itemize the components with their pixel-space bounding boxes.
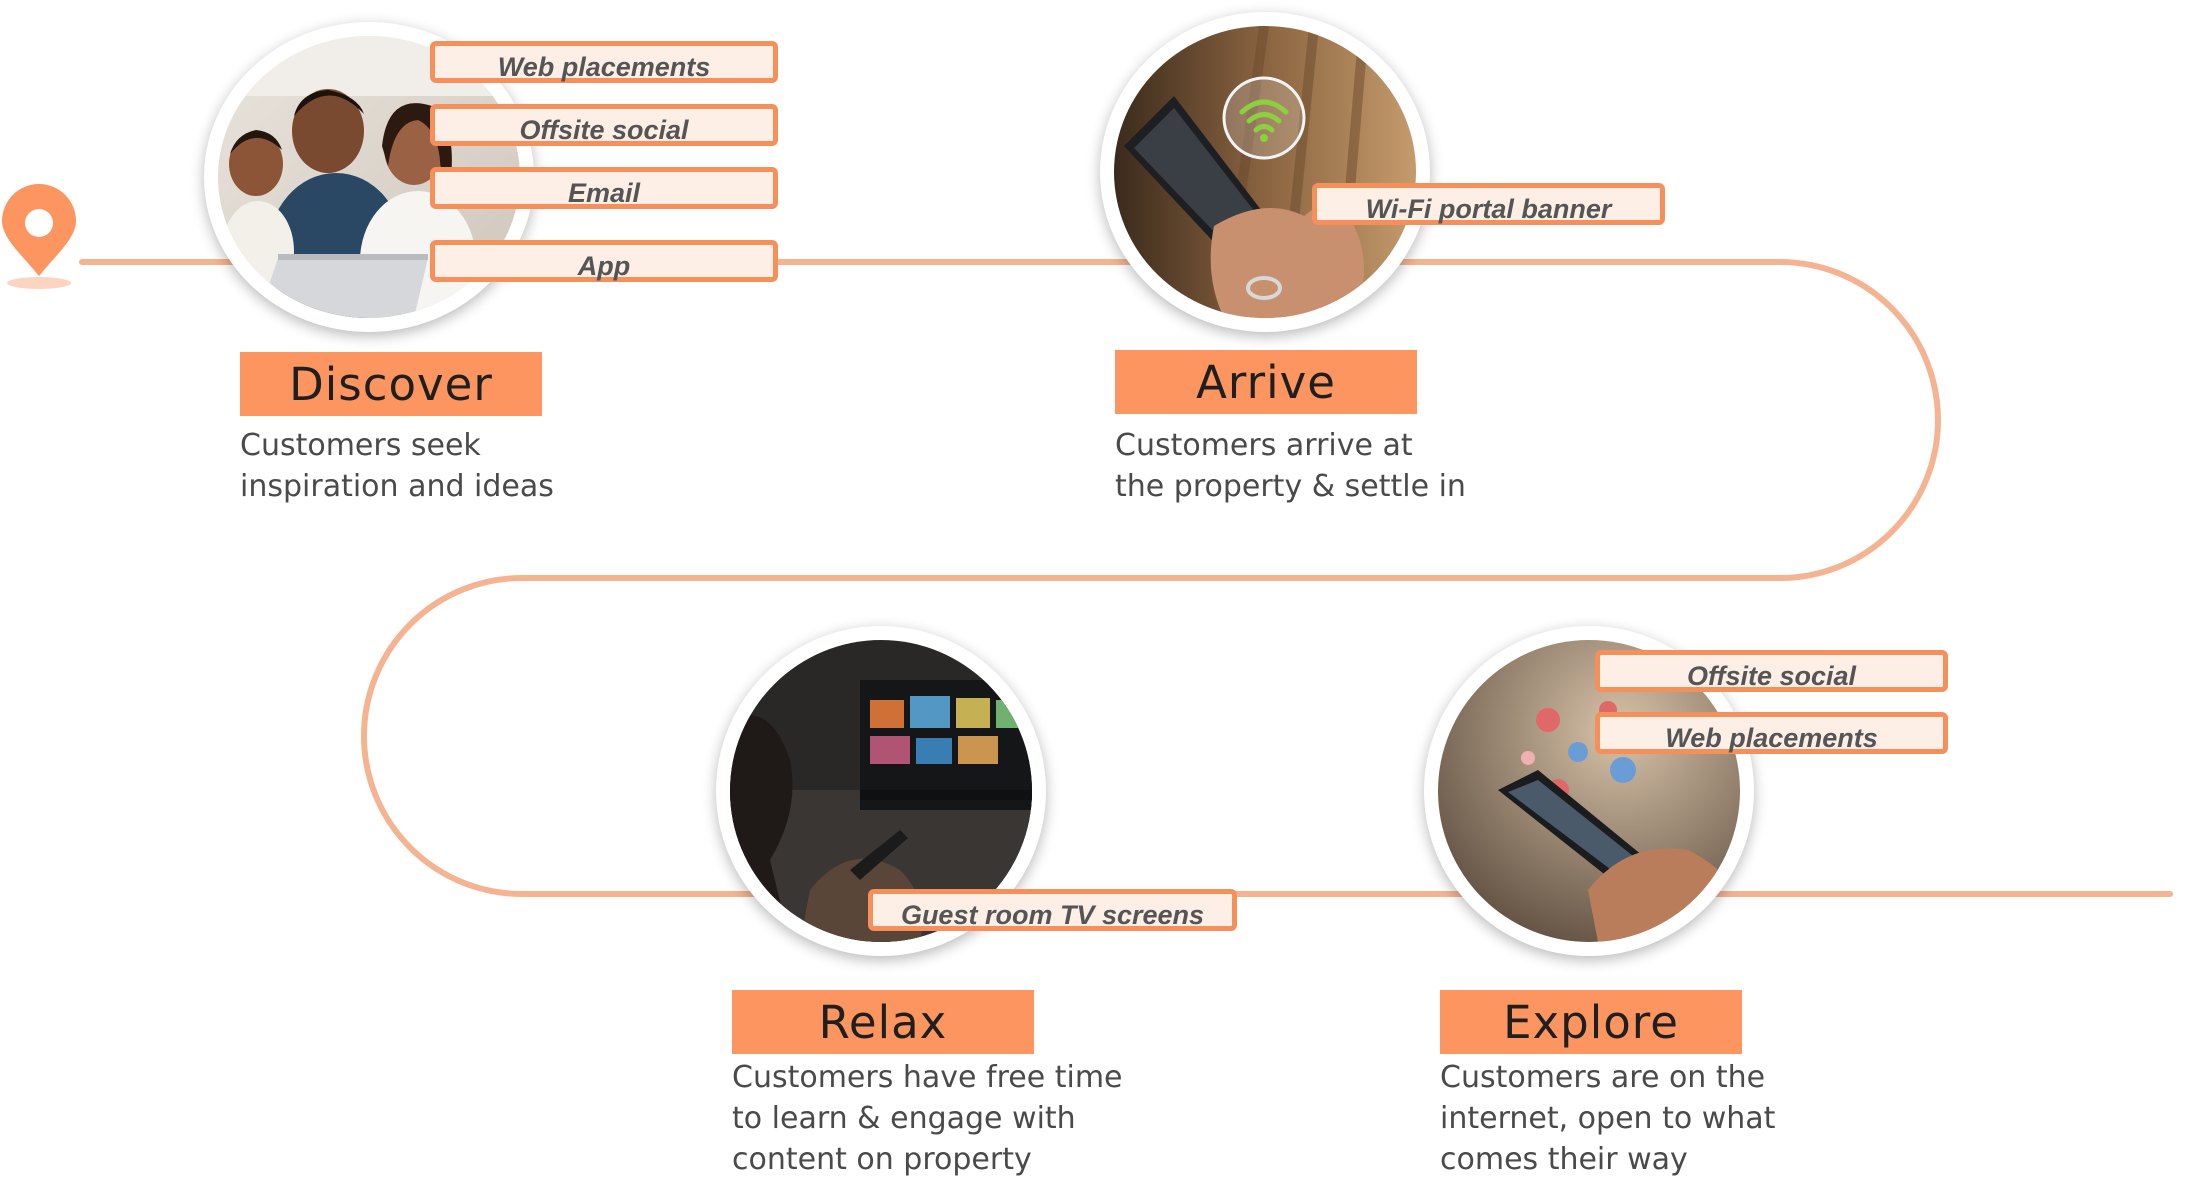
stage-title-discover: Discover <box>240 352 542 416</box>
stage-description-arrive: Customers arrive at the property & settl… <box>1115 428 1466 504</box>
hand-holding-phone-photo <box>1114 26 1416 318</box>
channel-pill: Wi-Fi portal banner <box>1312 183 1665 225</box>
stage-description-relax: Customers have free time to learn & enga… <box>732 1060 1123 1177</box>
channel-pill: Guest room TV screens <box>868 889 1237 931</box>
channel-pill: Email <box>430 167 778 209</box>
journey-path-line <box>79 259 2173 897</box>
channel-pill: App <box>430 240 778 282</box>
location-pin-icon <box>2 184 76 289</box>
stage-title-explore: Explore <box>1440 990 1742 1054</box>
stage-description-discover: Customers seek inspiration and ideas <box>240 428 554 504</box>
channel-pill: Offsite social <box>1595 650 1948 692</box>
channel-pill: Web placements <box>430 41 778 83</box>
channel-pill: Web placements <box>1595 712 1948 754</box>
stage-title-arrive: Arrive <box>1115 350 1417 414</box>
stage-title-relax: Relax <box>732 990 1034 1054</box>
stage-description-explore: Customers are on the internet, open to w… <box>1440 1060 1776 1177</box>
channel-pill: Offsite social <box>430 104 778 146</box>
arrive-photo-circle <box>1100 12 1430 332</box>
wifi-icon <box>1222 76 1306 160</box>
